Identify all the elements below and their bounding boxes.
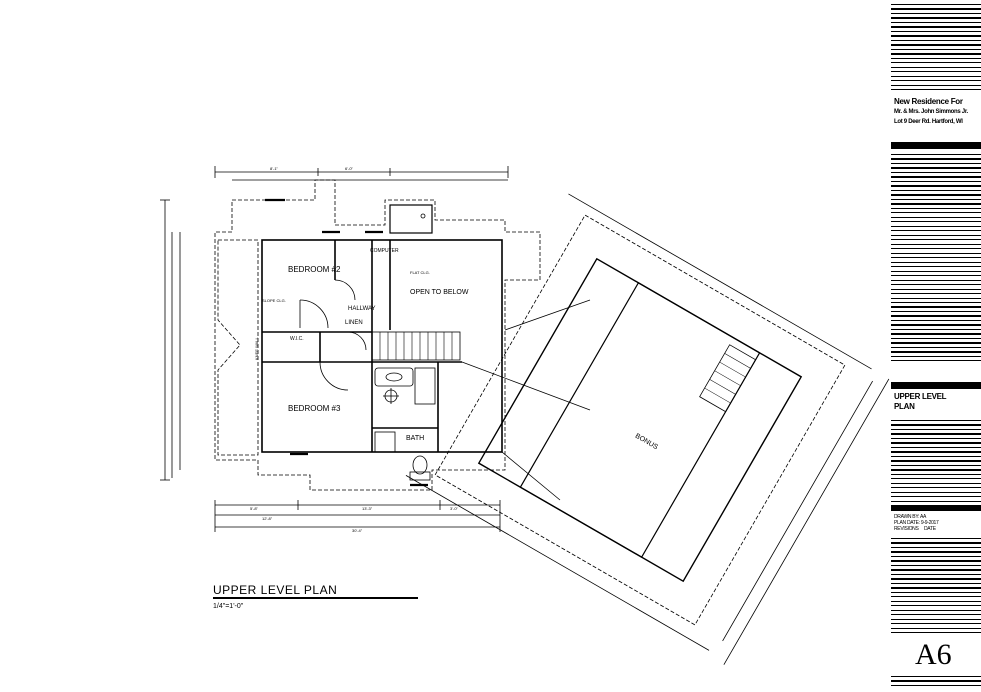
room-label-bedroom2: BEDROOM #2 [288,265,341,274]
drawn-by: DRAWN BY: AA [894,514,927,520]
dimension-d1: 5'-8" [250,506,259,511]
title-block: New Residence For Mr. & Mrs. John Simmon… [891,0,981,692]
room-label-open-to-below: OPEN TO BELOW [410,289,469,296]
dimension-overall: 30'-4" [352,528,363,533]
revisions-row: REVISIONS DATE [894,526,939,532]
note-knee-wall: KNEE WALL [254,336,259,360]
room-label-bonus: BONUS [634,433,659,452]
sheet-title-line-2: PLAN [894,402,915,411]
project-line-3: Lot 9 Deer Rd. Hartford, WI [894,119,963,125]
sheet-title-line-1: UPPER LEVEL [894,392,947,401]
room-label-wic: W.I.C. [290,336,304,342]
dimension-d5: 8'-1" [270,166,279,171]
dimension-d3: 12'-8" [262,516,273,521]
room-label-bath: BATH [406,435,424,442]
title-block-rules-top [891,4,981,94]
room-label-computer: COMPUTER [370,248,399,254]
room-label-linen: LINEN [345,320,363,326]
dimension-d6: 6'-0" [345,166,354,171]
title-block-band-2 [891,382,981,389]
title-block-rules-bottom [891,538,981,637]
title-block-band-3 [891,505,981,511]
room-label-hallway: HALLWAY [348,306,376,312]
drawing-info: DRAWN BY: AA PLAN DATE: 9-9-2017 REVISIO… [894,514,939,532]
note-slope-clg: SLOPE CLG. [262,298,286,303]
plan-scale: 1/4"=1'-0" [213,603,244,610]
dimension-d2: 13'-3" [362,506,373,511]
revisions-date-label: DATE [923,526,936,532]
plan-title: UPPER LEVEL PLAN [213,583,337,597]
project-name: New Residence For Mr. & Mrs. John Simmon… [894,97,968,127]
room-label-bedroom3: BEDROOM #3 [288,404,341,413]
title-block-band [891,142,981,149]
project-line-1: New Residence For [894,97,963,106]
dimension-d4: 3'-0" [450,506,459,511]
sheet-number: A6 [915,638,952,671]
title-block-rules-middle [891,154,981,365]
plan-date: PLAN DATE: 9-9-2017 [894,520,939,526]
title-block-rules-end [891,676,981,689]
revisions-label: REVISIONS [894,526,919,532]
project-line-2: Mr. & Mrs. John Simmons Jr. [894,109,968,115]
sheet-title: UPPER LEVEL PLAN [894,392,947,412]
note-flat-clg: FLAT CLG. [410,270,430,275]
title-block-rules-lower [891,420,981,510]
floor-plan-drawing: BEDROOM #2 HALLWAY LINEN COMPUTER OPEN T… [160,166,890,665]
